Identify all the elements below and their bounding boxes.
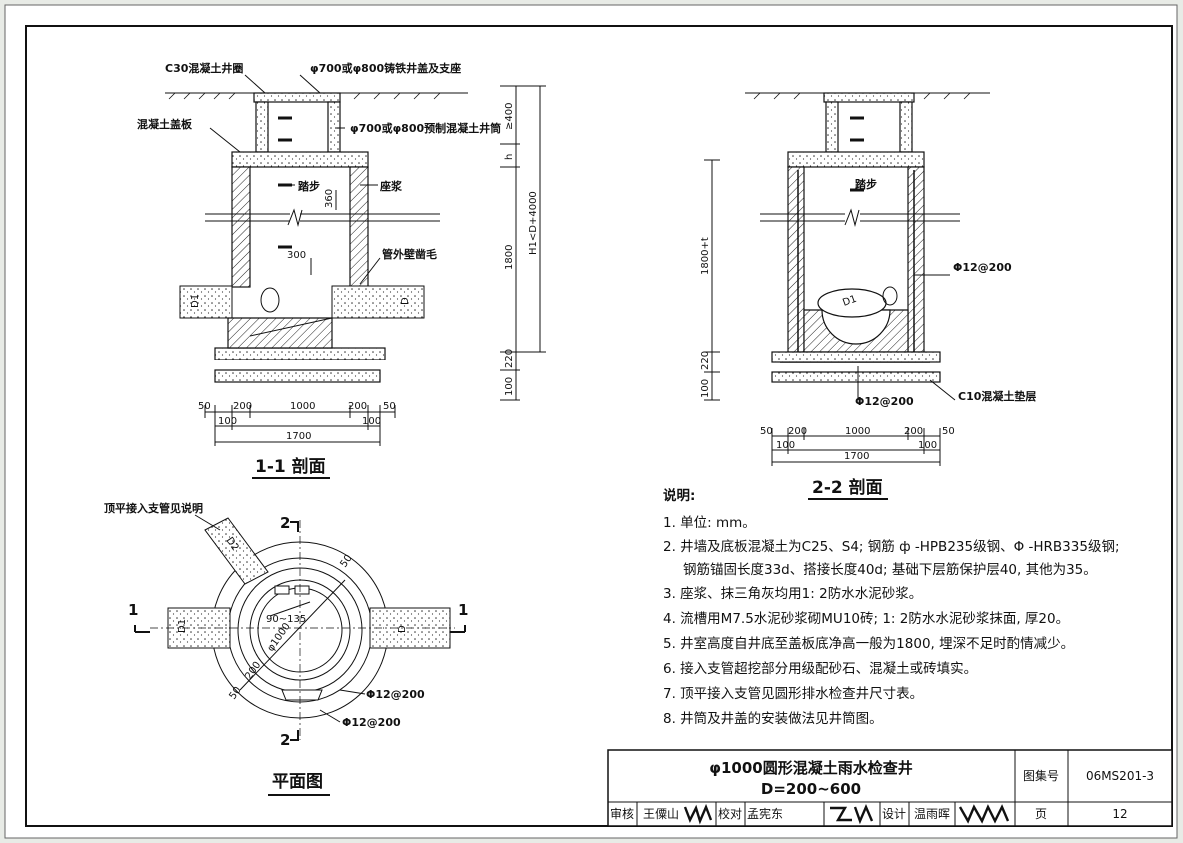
section-mark-2-top: 2 <box>280 514 290 532</box>
section-mark-2-bottom: 2 <box>280 731 290 749</box>
drawing-frame <box>25 25 1173 827</box>
dim-s2-50a: 50 <box>760 426 773 437</box>
tb-design-name: 温雨晖 <box>914 807 950 821</box>
section-1-1 <box>165 74 546 446</box>
dim-ge400: ≥400 <box>504 103 515 130</box>
dim-300: 300 <box>287 250 306 261</box>
dim-100-b: 100 <box>700 379 711 398</box>
note-3: 3. 座浆、抹三角灰均用1: 2防水水泥砂浆。 <box>663 586 922 602</box>
tb-title-line2: D=200~600 <box>761 780 861 798</box>
dim-s2-1700: 1700 <box>844 451 869 462</box>
notes: 说明: 1. 单位: mm。 2. 井墙及底板混凝土为C25、S4; 钢筋 ф … <box>663 487 1120 727</box>
label-step: 踏步 <box>298 179 320 193</box>
label-rebar-right: Φ12@200 <box>953 261 1012 274</box>
dim-s1-200b: 200 <box>348 401 367 412</box>
dim-s1-1700: 1700 <box>286 431 311 442</box>
signature-check <box>830 803 874 825</box>
label-pipe-d: D <box>400 297 411 305</box>
tb-atlas-label: 图集号 <box>1023 768 1059 783</box>
dim-220-b: 220 <box>700 351 711 370</box>
dim-h: h <box>504 154 515 160</box>
label-rebar-bottom: Φ12@200 <box>855 395 914 408</box>
note-1: 1. 单位: mm。 <box>663 515 756 531</box>
note-7: 7. 顶平接入支管见圆形排水检查井尺寸表。 <box>663 685 923 702</box>
dim-h1: H1<D+4000 <box>528 191 539 255</box>
tb-title-line1: φ1000圆形混凝土雨水检查井 <box>709 759 912 777</box>
title-plan: 平面图 <box>272 772 323 792</box>
title-section-2: 2-2 剖面 <box>812 477 883 498</box>
label-cover-slab: 混凝土盖板 <box>137 117 193 131</box>
dim-s2-200a: 200 <box>788 426 807 437</box>
signature-review <box>683 803 713 825</box>
dim-s1-1000: 1000 <box>290 401 315 412</box>
title-section-1: 1-1 剖面 <box>255 456 326 477</box>
section-2-2 <box>704 92 990 466</box>
tb-review-name: 王僳山 <box>643 807 679 821</box>
tb-design-label: 设计 <box>882 807 906 821</box>
label-pipe-rough: 管外壁凿毛 <box>382 247 437 261</box>
label-c30-ring: C30混凝土井圈 <box>165 61 243 75</box>
dim-s1-50a: 50 <box>198 401 211 412</box>
tb-check-name: 孟宪东 <box>747 806 783 821</box>
dim-1800-t: 1800+t <box>700 237 711 275</box>
dim-s2-100a: 100 <box>776 440 795 451</box>
dim-360: 360 <box>324 189 335 208</box>
note-2-cont: 钢筋锚固长度33d、搭接长度40d; 基础下层筋保护层40, 其他为35。 <box>683 561 1097 578</box>
label-plan-rebar-1: Φ12@200 <box>366 688 425 701</box>
plan-view <box>134 514 466 741</box>
label-mortar: 座浆 <box>379 179 403 193</box>
tb-review-label: 审核 <box>610 806 634 821</box>
paper <box>4 4 1178 839</box>
dim-s2-200b: 200 <box>904 426 923 437</box>
tb-atlas-no: 06MS201-3 <box>1086 769 1154 783</box>
dim-s1-100b: 100 <box>362 416 381 427</box>
label-pipe-d1b: D1 <box>841 294 858 309</box>
dim-s2-1000: 1000 <box>845 426 870 437</box>
note-5: 5. 井室高度自井底至盖板底净高一般为1800, 埋深不足时酌情减少。 <box>663 635 1074 652</box>
dim-1800: 1800 <box>504 245 515 270</box>
note-2: 2. 井墙及底板混凝土为C25、S4; 钢筋 ф -HPB235级钢、Φ -HR… <box>663 538 1120 555</box>
dim-100: 100 <box>504 377 515 396</box>
label-plan-rebar-2: Φ12@200 <box>342 716 401 729</box>
label-step-2: 踏步 <box>855 177 877 191</box>
label-c10-bedding: C10混凝土垫层 <box>958 389 1036 403</box>
dim-220: 220 <box>504 349 515 368</box>
section-mark-1-right: 1 <box>458 601 468 619</box>
note-4: 4. 流槽用M7.5水泥砂浆砌MU10砖; 1: 2防水水泥砂浆抹面, 厚20。 <box>663 611 1069 627</box>
notes-heading: 说明: <box>663 487 695 504</box>
label-cover-700: φ700或φ800铸铁井盖及支座 <box>310 61 461 75</box>
title-block <box>607 749 1173 827</box>
dim-s1-50b: 50 <box>383 401 396 412</box>
label-top-branch: 顶平接入支管见说明 <box>104 501 203 515</box>
dim-s1-200a: 200 <box>233 401 252 412</box>
tb-check-label: 校对 <box>718 806 742 821</box>
label-plan-d: D <box>397 625 408 633</box>
tb-page-label: 页 <box>1035 807 1047 821</box>
note-8: 8. 井筒及井盖的安装做法见井筒图。 <box>663 710 883 727</box>
dim-plan-angle: 90~135 <box>266 614 306 625</box>
dim-s1-100a: 100 <box>218 416 237 427</box>
label-plan-d1: D1 <box>177 619 188 633</box>
dim-s2-50b: 50 <box>942 426 955 437</box>
note-6: 6. 接入支管超挖部分用级配砂石、混凝土或砖填实。 <box>663 660 977 677</box>
label-pipe-d1: D1 <box>190 294 201 308</box>
section-mark-1-left: 1 <box>128 601 138 619</box>
dim-s2-100b: 100 <box>918 440 937 451</box>
signature-design <box>958 804 1010 824</box>
tb-page-no: 12 <box>1112 807 1127 821</box>
label-precast-shaft: φ700或φ800预制混凝土井筒 <box>350 121 501 135</box>
